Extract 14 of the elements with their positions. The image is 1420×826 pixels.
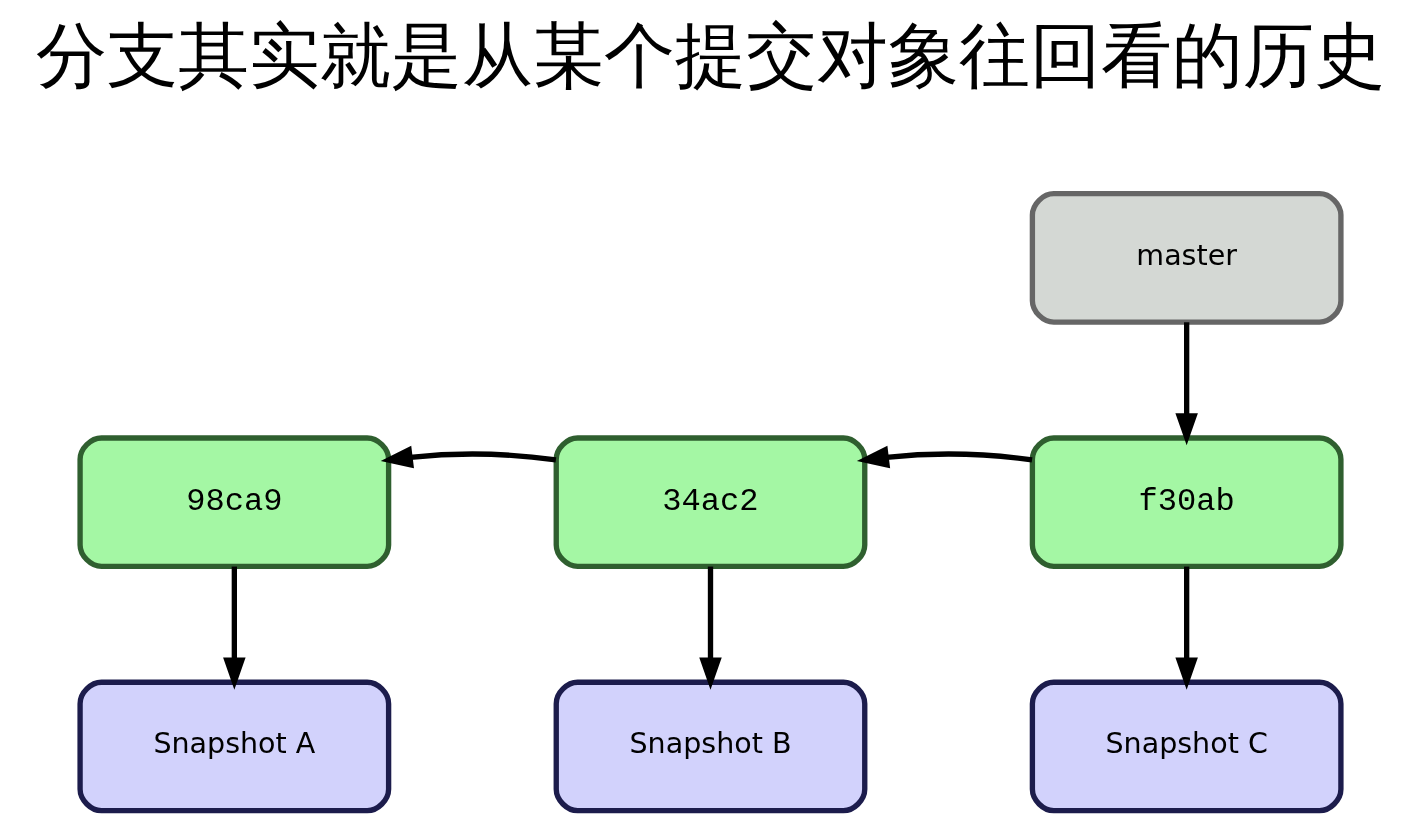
diagram-title: 分支其实就是从某个提交对象往回看的历史 — [35, 13, 1385, 97]
arrow — [380, 445, 556, 469]
node-box: master — [1029, 190, 1344, 325]
node-box: 98ca9 — [76, 435, 391, 570]
arrow — [222, 566, 246, 690]
node-box: 34ac2 — [553, 435, 867, 570]
arrow — [856, 445, 1032, 469]
arrow — [1174, 322, 1198, 446]
node-box: Snapshot C — [1029, 679, 1344, 814]
node-box: f30ab — [1029, 435, 1344, 570]
node-box: Snapshot B — [553, 679, 867, 814]
arrow — [698, 566, 722, 690]
node-box: Snapshot A — [76, 679, 391, 814]
arrow — [1174, 566, 1198, 690]
